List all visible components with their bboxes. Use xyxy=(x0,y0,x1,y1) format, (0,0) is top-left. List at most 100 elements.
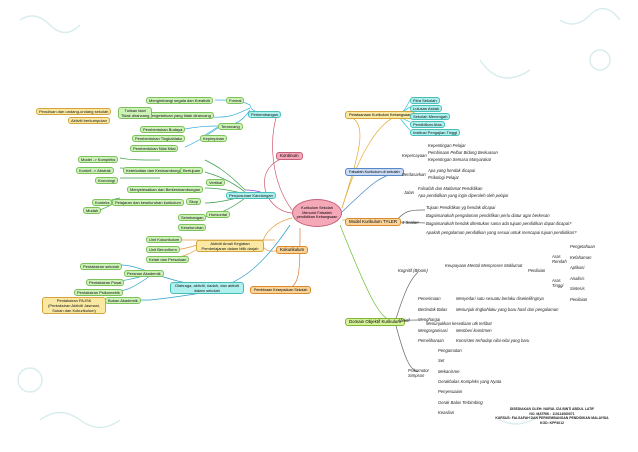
model-item-2[interactable]: Bagaimanakah hendak ditentukan sama ada … xyxy=(426,221,572,227)
node-pentaksiran-pusat[interactable]: Pentaksiran Pusat xyxy=(86,279,125,286)
label-afektif: Afektif xyxy=(398,318,410,323)
keupayaan-mental-text: Keupayaan Mental Memproses Maklumat xyxy=(445,263,523,268)
tidak-label-1: Tulisan ldari xyxy=(124,108,146,113)
node-pengetahuan[interactable]: Pengetahuan yang tidak dirancang xyxy=(146,112,214,119)
node-formal[interactable]: Formal xyxy=(226,97,245,104)
node-keseluruhan[interactable]: Keseluruhan xyxy=(178,224,207,231)
label-4-soalan: 4 Soalan xyxy=(402,220,419,225)
node-pentaksiran-psikometrik[interactable]: Pentaksiran Psikometrik xyxy=(74,289,123,296)
node-konkrit[interactable]: Konkrit -> Abstrak xyxy=(76,167,114,174)
pelaksanaan-item-0[interactable]: Fitra Sekolah xyxy=(410,97,440,104)
psiko-item-4[interactable]: Penyesuaian xyxy=(438,389,463,395)
jalan-item-0[interactable]: Falsafah dan Matlamat Pendidikan xyxy=(418,186,483,191)
node-mengimbangi[interactable]: Mengimbangi segala dan Kreativiti xyxy=(146,97,214,104)
kepercayaan-item-2[interactable]: Kepentingan Semasa Masyarakat xyxy=(428,157,491,162)
jalan-item-1[interactable]: Apa pendidikan yang ingin diperoleh oleh… xyxy=(418,193,509,198)
bloom-item-2[interactable]: Aplikasi xyxy=(570,265,585,270)
afektif-desc-3: Memberi komitmen xyxy=(456,327,492,333)
model-item-0[interactable]: Tujuan Pendidikan yg hendak dicapai xyxy=(426,205,496,210)
node-unit-kokurikulum[interactable]: Unit Kokurikulum xyxy=(146,236,183,243)
label-berdasarkan: Berdasarkan xyxy=(402,172,426,177)
node-peningkatan[interactable]: Olahraga, aktiviti, riadah, dan aktiviti… xyxy=(170,282,244,294)
node-pembentukan-nilai[interactable]: Pembentukan Nilai Nilai xyxy=(130,145,179,152)
node-aktiviti-amali[interactable]: Aktiviti Amali Kegiatan Pembelajaran dal… xyxy=(196,240,264,252)
node-bertujuan[interactable]: Bertujuan xyxy=(180,167,204,174)
node-horizontal[interactable]: Horizontal xyxy=(206,211,231,218)
node-pelajaran-kemahiran[interactable]: Pelajaran dan keseluruhan kurikulum xyxy=(112,199,184,206)
node-vertikal[interactable]: Vertikal xyxy=(206,179,226,186)
psiko-item-5[interactable]: Gerak Balas Terbimbing xyxy=(438,399,483,405)
label-aras-rendah: Aras Rendah xyxy=(552,254,567,264)
afektif-item-4[interactable]: Pemeliharaan xyxy=(418,338,444,343)
pelaksanaan-item-1[interactable]: Lulusan Asbak xyxy=(410,105,443,112)
afektif-item-1[interactable]: Bertindak Balas xyxy=(418,306,448,312)
footer-credits: DISEDIAKAN OLEH: NURUL IZA BINTI ABDUL L… xyxy=(472,407,632,425)
node-falsafah[interactable]: Falsafah Kurikulum di sekolah xyxy=(345,168,404,176)
bloom-item-4[interactable]: Sintesis xyxy=(570,286,585,291)
label-jalan: Jalan xyxy=(404,190,415,195)
node-kelab[interactable]: Kelab dan Persatuan xyxy=(146,256,190,263)
psiko-item-2[interactable]: Mekanisme xyxy=(438,368,460,374)
label-penilaian: Penilaian xyxy=(528,268,546,273)
psiko-item-1[interactable]: Set xyxy=(438,358,445,364)
model-item-3[interactable]: Apakah pengalaman pendidikan yang sesuai… xyxy=(426,229,577,235)
model-item-1[interactable]: Bagaimanakah pengalaman pendidikan perlu… xyxy=(426,213,550,219)
node-unit-beruniform[interactable]: Unit Beruniform xyxy=(146,246,180,253)
afektif-desc-2: Menunjukkan kesediaan utk terlibat xyxy=(426,320,492,326)
background-swirls xyxy=(17,7,621,429)
node-pentaksiran-pajsk[interactable]: Pentaksiran PAJSK (Pentaksiran Aktiviti … xyxy=(42,297,106,314)
node-penulisan[interactable]: Penulisan dan undang-undang sekolah xyxy=(36,108,112,115)
node-model[interactable]: Model Kurikulum TYLER xyxy=(345,218,401,226)
pelaksanaan-item-3[interactable]: Pendidikan Atas xyxy=(410,121,445,128)
psiko-item-0[interactable]: Pengamatan xyxy=(438,348,462,353)
node-tidak-dirancang[interactable]: Tulisan ldari Tidak dirancang xyxy=(118,107,153,119)
node-pembinaan[interactable]: Pembinaan Kesepaduan Sekolah xyxy=(250,286,312,294)
afektif-item-2[interactable]: Menghargai xyxy=(418,317,441,322)
pelaksanaan-item-2[interactable]: Sekolah Menengah xyxy=(410,113,451,120)
node-aktiviti-berkumpulan[interactable]: Aktiviti berkumpulan xyxy=(68,117,110,124)
node-keterkaitan[interactable]: Keterkaitan dan Kesinambungan xyxy=(123,167,188,174)
bloom-item-1[interactable]: Kefahaman xyxy=(570,254,592,260)
afektif-desc-0: Menyedari satu sesuatu berlaku disekelil… xyxy=(456,296,544,301)
central-topic[interactable]: Kurikulum Sekolah Menurut Falsafah pendi… xyxy=(292,199,342,227)
kepercayaan-item-1[interactable]: Pembinaan Pelbar Bidang Berkuasan xyxy=(428,150,498,155)
node-berkesinambungan[interactable]: Menyelesaikan dan Berkesinambungan xyxy=(127,186,204,193)
node-terancang[interactable]: Terancang xyxy=(218,123,243,130)
node-akademik[interactable]: Peranan Akademik xyxy=(124,270,164,277)
node-pelaksanaan[interactable]: Pelaksanaan Kurikulum Kebangsaan xyxy=(345,111,416,119)
node-pembentukan-budaya[interactable]: Pembentukan Budaya xyxy=(140,126,186,133)
label-kepercayaan: Kepercayaan xyxy=(402,153,427,158)
psiko-item-6[interactable]: Keaslian xyxy=(438,409,455,415)
node-perkembangan[interactable]: Perkembangan xyxy=(248,111,282,118)
node-skop[interactable]: Skop xyxy=(186,198,202,205)
bloom-item-0[interactable]: Pengetahuan xyxy=(570,244,595,249)
node-pentaksiran-sekolah[interactable]: Pentaksiran sekolah xyxy=(80,263,123,270)
label-psikomotor: Psikomotor Simpson xyxy=(408,368,429,378)
node-mudah[interactable]: Mudah xyxy=(83,207,102,214)
pelaksanaan-item-4[interactable]: Institusi Pengajian Tinggi xyxy=(410,129,461,136)
label-aras-tinggi: Aras Tinggi xyxy=(552,278,564,288)
berdasarkan-item-1[interactable]: Psikologi Pelajar xyxy=(428,175,459,180)
node-seimbangan[interactable]: Seimbangan xyxy=(178,214,207,221)
afektif-item-3[interactable]: Mengorganisasi xyxy=(418,327,448,333)
afektif-item-0[interactable]: Penerimaan xyxy=(418,296,441,301)
kepercayaan-item-0[interactable]: Kepentingan Pelajar xyxy=(428,143,466,148)
node-pembentukan-tingkahlaku[interactable]: Pembentukan Tingkahlaku xyxy=(132,135,186,142)
node-penyusunan[interactable]: Penyusunan Kandungan xyxy=(226,192,276,199)
node-kokurikulum[interactable]: Kokurikulum xyxy=(276,246,309,254)
afektif-desc-4: Konsisten terhadap nilai-nilai yang baru xyxy=(456,338,530,343)
berdasarkan-item-0[interactable]: Apa yang hendak dicapai xyxy=(428,168,476,173)
label-keupayaan-mental: Keupayaan Mental Memproses Maklumat xyxy=(445,263,523,269)
bloom-item-5[interactable]: Penilaian xyxy=(570,296,588,302)
node-kontinum[interactable]: Kontinum xyxy=(276,152,303,160)
tidak-label-2: Tidak dirancang xyxy=(121,113,150,118)
node-teoritis[interactable]: Konteks xyxy=(92,199,113,206)
node-kronologi[interactable]: Kronologi xyxy=(95,177,118,184)
node-model-kompleks[interactable]: Model -> Kompleks xyxy=(78,156,119,163)
node-kepimpinan[interactable]: Kepimpinan xyxy=(200,135,228,142)
node-domain[interactable]: Domain Objektif Kurikulum xyxy=(345,318,405,326)
footer-line-3: KURSUS: FALSAFAH DAN PERKEMBANGAN PENDID… xyxy=(495,416,609,421)
node-bukan-akademik[interactable]: Bukan Akademik xyxy=(105,297,141,304)
psiko-item-3[interactable]: Gerakbalas Kompleks yang Nyata xyxy=(438,378,502,384)
bloom-item-3[interactable]: Analisis xyxy=(570,275,585,281)
